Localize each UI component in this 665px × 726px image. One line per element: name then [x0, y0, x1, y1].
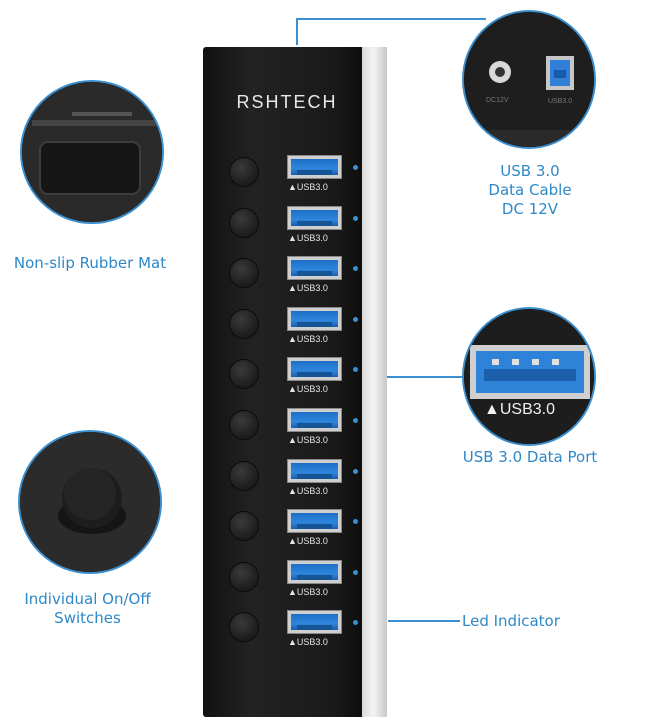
cable-caption-line1: USB 3.0 [500, 162, 560, 180]
usb-port[interactable] [287, 256, 342, 280]
rubber-mat-zoom [20, 80, 164, 224]
rubber-mat-icon [22, 82, 162, 222]
cable-connector-line [296, 18, 298, 45]
power-switch-icon [20, 432, 160, 572]
cable-caption-line3: DC 12V [501, 200, 559, 218]
bracket-dot [353, 216, 358, 221]
usb-port[interactable] [287, 307, 342, 331]
usb-port-label: ▲USB3.0 [288, 334, 328, 344]
switch-zoom [18, 430, 162, 574]
cable-connector-line-h [296, 18, 486, 20]
usb-hub-side-panel [362, 47, 387, 717]
usb-port-label: ▲USB3.0 [288, 283, 328, 293]
on-off-switch[interactable] [230, 462, 258, 490]
usb-port[interactable] [287, 610, 342, 634]
back-panel-zoom: DC12V USB3.0 [462, 10, 596, 149]
switches-caption-line1: Individual On/Off [24, 590, 151, 608]
usb-port[interactable] [287, 509, 342, 533]
bracket-dot [353, 165, 358, 170]
on-off-switch[interactable] [230, 512, 258, 540]
usb-back-label: USB3.0 [548, 98, 573, 105]
led-connector-line [388, 620, 460, 622]
switches-caption-line2: Switches [54, 609, 121, 627]
usb-port-label: ▲USB3.0 [288, 233, 328, 243]
usb-port[interactable] [287, 155, 342, 179]
usb-port-label: ▲USB3.0 [288, 536, 328, 546]
on-off-switch[interactable] [230, 259, 258, 287]
usb-port[interactable] [287, 408, 342, 432]
on-off-switch[interactable] [230, 158, 258, 186]
dc-label: DC12V [486, 97, 509, 104]
usb-port-label: ▲USB3.0 [288, 637, 328, 647]
brand-logo: RSHTECH [236, 92, 338, 112]
data-port-caption: USB 3.0 Data Port [462, 448, 598, 466]
cable-caption-line2: Data Cable [488, 181, 572, 199]
usb-port[interactable] [287, 459, 342, 483]
usb-port-icon [464, 309, 594, 444]
on-off-switch[interactable] [230, 411, 258, 439]
data-port-zoom: ▲USB3.0 [462, 307, 596, 446]
bracket-dot [353, 367, 358, 372]
bracket-dot [353, 418, 358, 423]
bracket-dot [353, 469, 358, 474]
switches-caption: Individual On/Off Switches [0, 590, 175, 628]
back-panel-icon [464, 12, 594, 147]
bracket-dot [353, 519, 358, 524]
bracket-dot [353, 620, 358, 625]
usb-port-label: ▲USB3.0 [288, 435, 328, 445]
on-off-switch[interactable] [230, 209, 258, 237]
on-off-switch[interactable] [230, 360, 258, 388]
data-port-connector-line [354, 376, 464, 378]
bracket-dot [353, 570, 358, 575]
bracket-dot [353, 317, 358, 322]
data-port-zoom-label: ▲USB3.0 [484, 401, 555, 418]
usb-port-label: ▲USB3.0 [288, 587, 328, 597]
usb-port[interactable] [287, 206, 342, 230]
usb-port[interactable] [287, 357, 342, 381]
on-off-switch[interactable] [230, 563, 258, 591]
usb-port-label: ▲USB3.0 [288, 384, 328, 394]
on-off-switch[interactable] [230, 613, 258, 641]
led-caption: Led Indicator [462, 612, 560, 630]
usb-port-label: ▲USB3.0 [288, 486, 328, 496]
rubber-mat-caption: Non-slip Rubber Mat [13, 254, 167, 272]
usb-port-label: ▲USB3.0 [288, 182, 328, 192]
usb-port[interactable] [287, 560, 342, 584]
cable-caption: USB 3.0 Data Cable DC 12V [440, 162, 620, 219]
on-off-switch[interactable] [230, 310, 258, 338]
bracket-dot [353, 266, 358, 271]
